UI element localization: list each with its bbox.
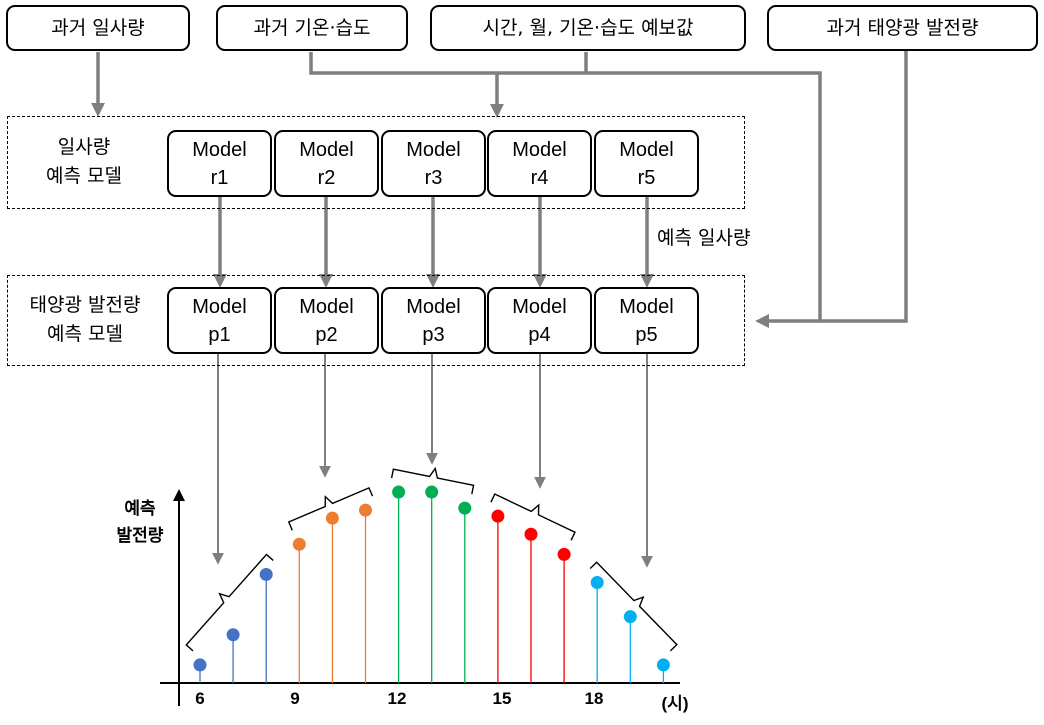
bracket-p5 <box>589 561 678 652</box>
predicted-irradiance-label: 예측 일사량 <box>657 227 751 249</box>
stem-point-12 <box>392 485 406 499</box>
model-r1-line1: Model <box>192 138 247 161</box>
connector-temp-humidity <box>309 52 586 75</box>
model-p3-line2: p3 <box>422 323 445 346</box>
model-p2-line1: Model <box>299 295 354 318</box>
model-p1-line1: Model <box>192 295 247 318</box>
pv-group-label-line1: 태양광 발전량 <box>29 294 141 316</box>
bracket-p1 <box>185 553 274 652</box>
p-to-chart-arrows <box>212 353 653 568</box>
chart-axes <box>160 489 680 706</box>
model-p5-line1: Model <box>619 295 674 318</box>
stem-point-9 <box>292 537 306 551</box>
model-r1: Model r1 <box>167 130 272 197</box>
input-past-temp-humidity-label: 과거 기온·습도 <box>253 17 371 39</box>
connector-past-pv-to-pv-group <box>820 50 908 323</box>
model-p2-line2: p2 <box>315 323 338 346</box>
irradiance-group-label-line2: 예측 모델 <box>46 165 122 187</box>
irradiance-group-label: 일사량 예측 모델 <box>14 133 154 191</box>
y-axis-arrowhead <box>173 489 185 501</box>
stem-point-10 <box>325 511 339 525</box>
model-p5: Model p5 <box>594 287 699 354</box>
x-tick-15: 15 <box>492 689 512 708</box>
x-tick-12: 12 <box>387 689 407 708</box>
bracket-p3 <box>390 466 475 495</box>
input-forecast: 시간, 월, 기온·습도 예보값 <box>430 5 746 51</box>
x-axis-unit: (시) <box>661 694 689 713</box>
model-p2: Model p2 <box>274 287 379 354</box>
stem-point-15 <box>491 509 505 523</box>
model-r2-line1: Model <box>299 138 354 161</box>
stem-point-19 <box>623 610 637 624</box>
model-p1: Model p1 <box>167 287 272 354</box>
bracket-p2 <box>287 486 374 531</box>
stem-series <box>193 485 670 683</box>
stem-point-17 <box>557 547 571 561</box>
r-to-p-arrows <box>213 196 654 288</box>
input-forecast-label: 시간, 월, 기온·습도 예보값 <box>482 17 694 39</box>
stem-point-11 <box>359 503 372 517</box>
model-r2-line2: r2 <box>317 166 336 189</box>
model-r4-line2: r4 <box>530 166 549 189</box>
chart-y-axis-label: 예측 발전량 <box>95 496 185 550</box>
group-brackets <box>185 466 678 652</box>
model-r1-line2: r1 <box>210 166 229 189</box>
x-tick-6: 6 <box>195 689 205 708</box>
model-p1-line2: p1 <box>208 323 231 346</box>
x-tick-9: 9 <box>290 689 300 708</box>
model-r3-line2: r3 <box>424 166 443 189</box>
model-p4-line2: p4 <box>528 323 551 346</box>
input-past-pv-output: 과거 태양광 발전량 <box>767 5 1038 51</box>
model-p3: Model p3 <box>381 287 486 354</box>
pv-model-group <box>7 275 745 366</box>
stem-point-7 <box>226 628 240 642</box>
chart-y-axis-label-line1: 예측 <box>124 499 156 519</box>
model-p4: Model p4 <box>487 287 592 354</box>
chart-y-axis-label-line2: 발전량 <box>116 526 164 546</box>
model-r5-line2: r5 <box>637 166 656 189</box>
model-r2: Model r2 <box>274 130 379 197</box>
irradiance-group-label-line1: 일사량 <box>57 136 111 158</box>
model-p4-line1: Model <box>512 295 567 318</box>
pv-group-label: 태양광 발전량 예측 모델 <box>10 291 160 349</box>
stem-point-18 <box>590 576 604 589</box>
pv-group-label-line2: 예측 모델 <box>47 323 123 345</box>
model-p5-line2: p5 <box>635 323 658 346</box>
input-past-temp-humidity: 과거 기온·습도 <box>216 5 408 51</box>
model-r3-line1: Model <box>406 138 461 161</box>
stem-point-13 <box>425 485 439 499</box>
stem-point-14 <box>458 501 472 515</box>
input-past-irradiance-label: 과거 일사량 <box>51 17 145 39</box>
model-r4: Model r4 <box>487 130 592 197</box>
irradiance-model-group <box>7 116 745 209</box>
model-p3-line1: Model <box>406 295 461 318</box>
connector-forecast-to-pv-group <box>586 71 822 328</box>
model-r5-line1: Model <box>619 138 674 161</box>
stem-point-6 <box>193 658 207 672</box>
model-r5: Model r5 <box>594 130 699 197</box>
x-tick-18: 18 <box>584 689 604 708</box>
stem-point-16 <box>524 527 538 541</box>
stem-point-8 <box>259 567 273 581</box>
model-r3: Model r3 <box>381 130 486 197</box>
model-r4-line1: Model <box>512 138 567 161</box>
stem-point-20 <box>656 658 670 672</box>
bracket-p4 <box>490 493 576 541</box>
input-past-irradiance: 과거 일사량 <box>6 5 190 51</box>
input-connectors <box>91 50 908 328</box>
input-past-pv-output-label: 과거 태양광 발전량 <box>826 17 979 39</box>
